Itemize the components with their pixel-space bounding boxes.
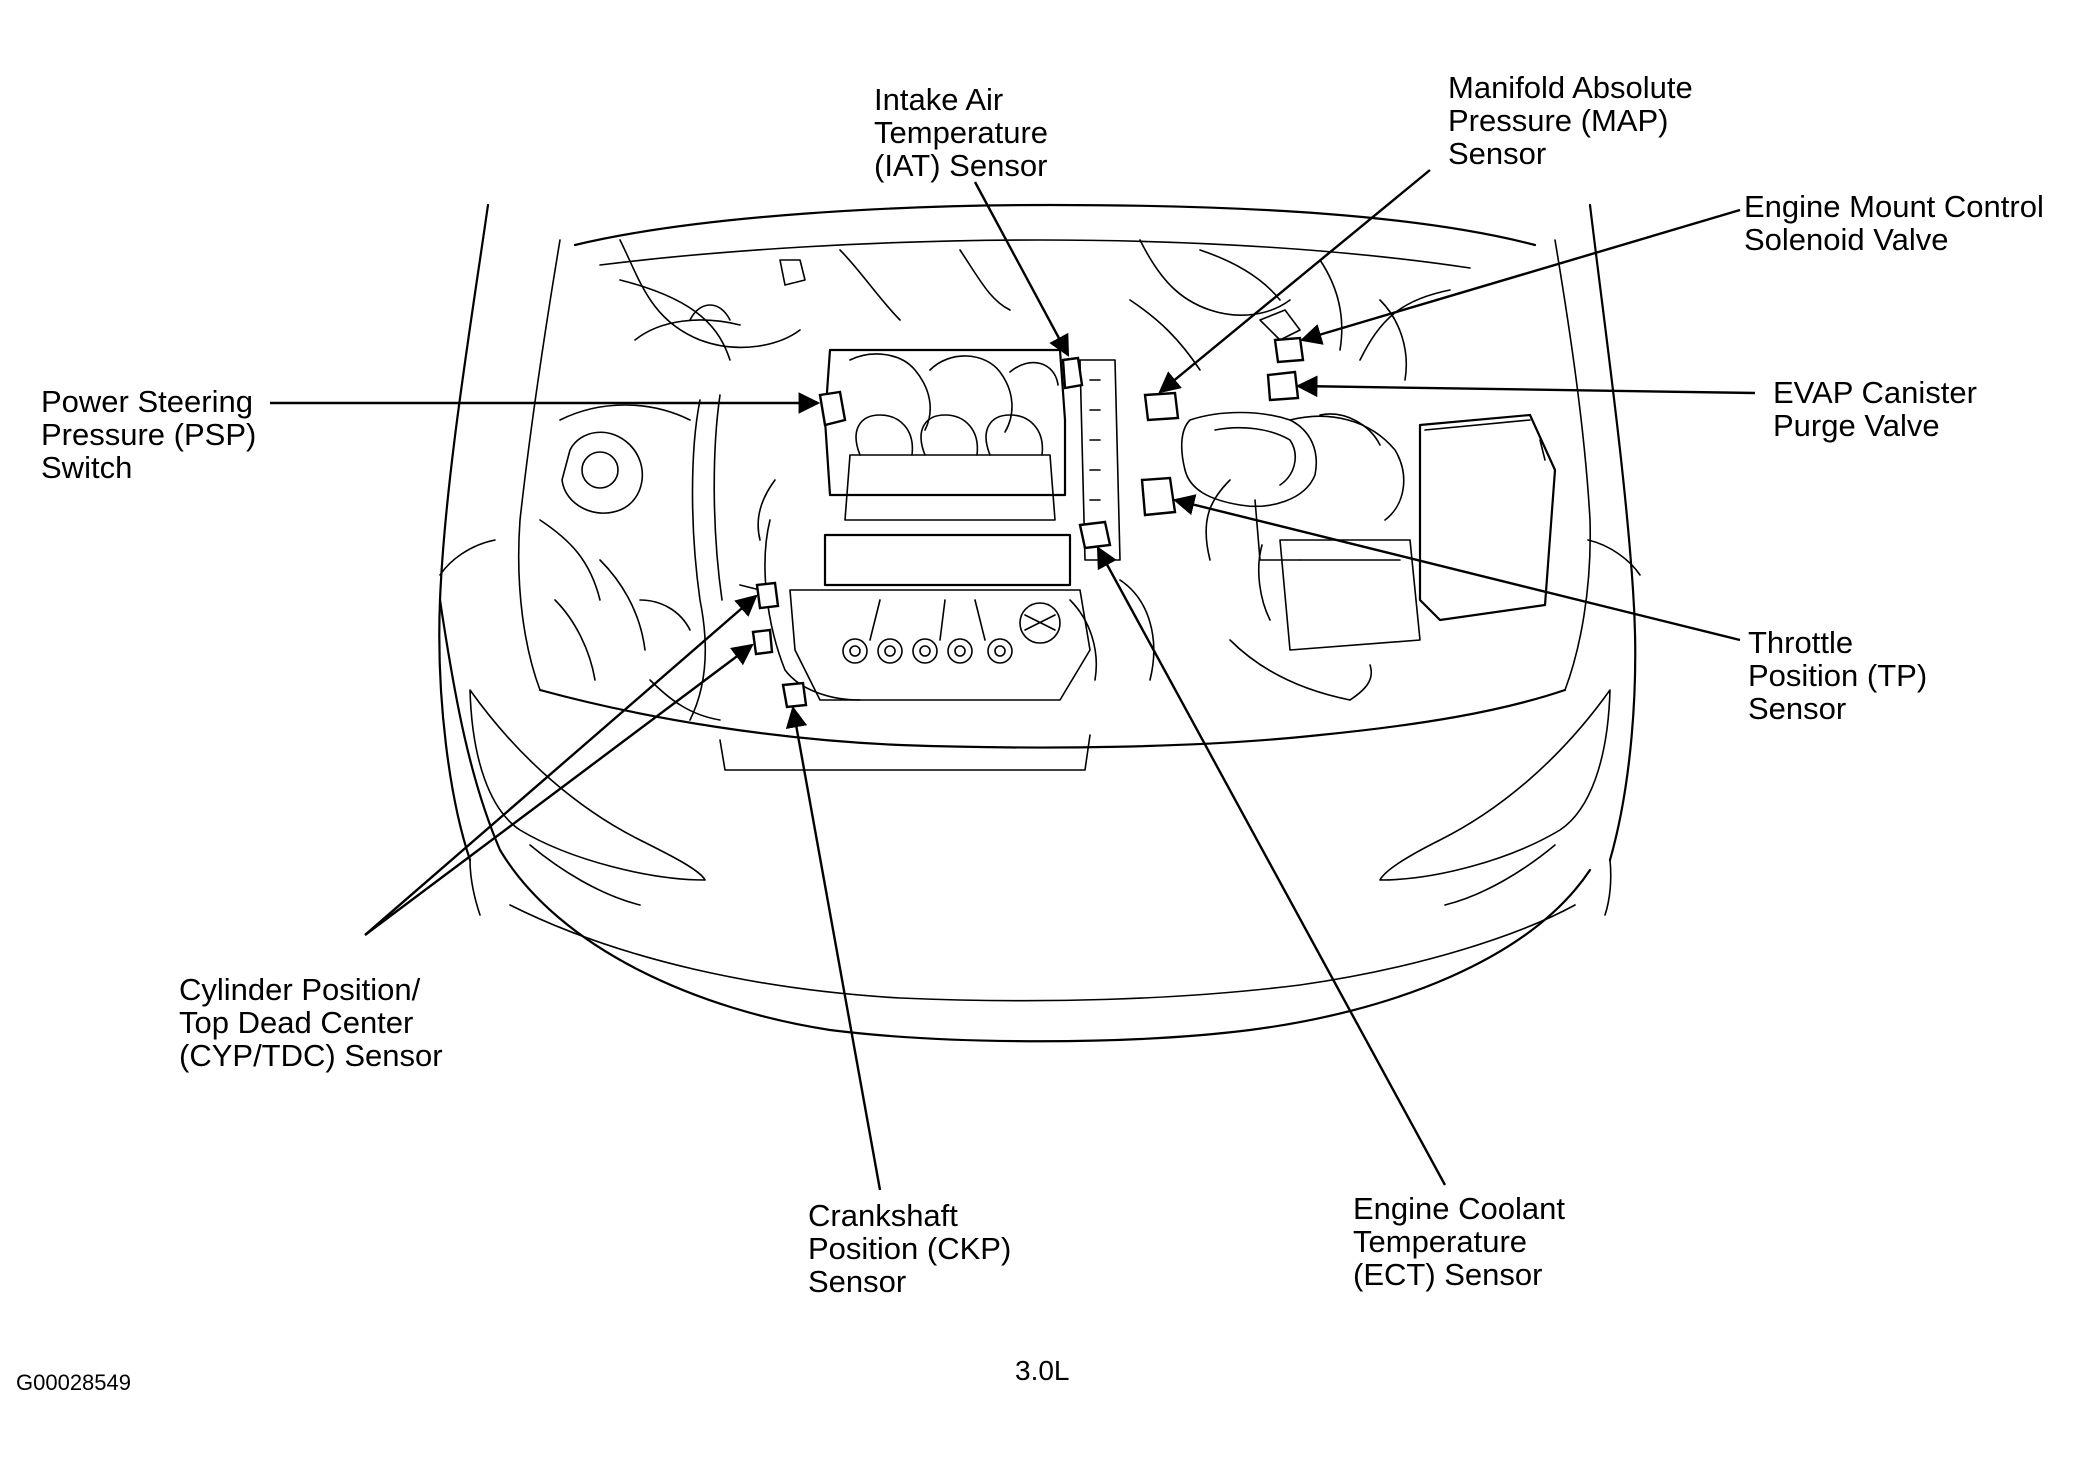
label-line: EVAP Canister bbox=[1773, 375, 1977, 410]
leader-cyp-lower bbox=[364, 643, 754, 936]
leader-cyp-upper bbox=[364, 594, 758, 936]
label-line: (ECT) Sensor bbox=[1353, 1257, 1543, 1292]
label-cyp-tdc-sensor: Cylinder Position/ Top Dead Center (CYP/… bbox=[179, 973, 443, 1072]
label-line: Pressure (PSP) bbox=[41, 417, 257, 452]
label-line: Temperature bbox=[1353, 1224, 1528, 1259]
leader-map bbox=[1158, 169, 1431, 394]
label-line: Purge Valve bbox=[1773, 408, 1940, 443]
label-ect-sensor: Engine Coolant Temperature (ECT) Sensor bbox=[1353, 1192, 1565, 1291]
label-line: Power Steering bbox=[41, 384, 253, 419]
label-line: Sensor bbox=[1448, 136, 1547, 171]
label-line: Position (CKP) bbox=[808, 1231, 1012, 1266]
leader-ckp bbox=[785, 705, 882, 1191]
iat-sensor-part bbox=[1061, 356, 1084, 390]
label-line: Intake Air bbox=[874, 82, 1004, 117]
engine-bay-frame bbox=[517, 203, 1592, 771]
label-line: Engine Coolant bbox=[1353, 1191, 1565, 1226]
cyp-sensor-part-lower bbox=[751, 628, 774, 656]
label-line: Temperature bbox=[874, 115, 1049, 150]
throttle-body-area bbox=[1079, 359, 1405, 561]
sensor-parts bbox=[751, 336, 1305, 709]
leader-iat bbox=[973, 181, 1070, 357]
left-side-components bbox=[539, 259, 806, 721]
label-line: Cylinder Position/ bbox=[179, 972, 421, 1007]
cyp-sensor-part-upper bbox=[755, 581, 780, 610]
hoses-and-wiring bbox=[619, 239, 1408, 701]
label-iat-sensor: Intake Air Temperature (IAT) Sensor bbox=[874, 83, 1048, 182]
ckp-sensor-part bbox=[781, 681, 808, 709]
ect-sensor-part bbox=[1078, 520, 1112, 550]
label-psp-switch: Power Steering Pressure (PSP) Switch bbox=[41, 385, 256, 484]
label-line: Sensor bbox=[808, 1264, 907, 1299]
label-line: Pressure (MAP) bbox=[1448, 103, 1669, 138]
label-line: Top Dead Center bbox=[179, 1005, 414, 1040]
label-line: Switch bbox=[41, 450, 133, 485]
figure-code: G00028549 bbox=[16, 1370, 131, 1395]
label-line: Solenoid Valve bbox=[1744, 222, 1949, 257]
label-line: Manifold Absolute bbox=[1448, 70, 1693, 105]
evap-valve-part bbox=[1266, 370, 1300, 402]
label-line: Engine Mount Control bbox=[1744, 189, 2044, 224]
label-line: (IAT) Sensor bbox=[874, 148, 1048, 183]
label-evap-purge-valve: EVAP Canister Purge Valve bbox=[1773, 376, 1977, 442]
label-line: Position (TP) bbox=[1748, 658, 1928, 693]
leader-evap bbox=[1295, 375, 1756, 398]
leader-ect bbox=[1096, 546, 1447, 1186]
leader-tp bbox=[1172, 494, 1741, 642]
leader-engine-mount bbox=[1299, 208, 1741, 345]
label-line: Crankshaft bbox=[808, 1198, 958, 1233]
label-ckp-sensor: Crankshaft Position (CKP) Sensor bbox=[808, 1199, 1011, 1298]
label-line: (CYP/TDC) Sensor bbox=[179, 1038, 443, 1073]
psp-switch-part bbox=[818, 390, 847, 427]
car-body-outline bbox=[438, 203, 1641, 1043]
leader-lines bbox=[270, 169, 1756, 1191]
map-sensor-part bbox=[1143, 391, 1180, 422]
label-line: Sensor bbox=[1748, 691, 1847, 726]
label-tp-sensor: Throttle Position (TP) Sensor bbox=[1748, 626, 1927, 725]
label-engine-mount-solenoid: Engine Mount Control Solenoid Valve bbox=[1744, 190, 2044, 256]
battery-and-fuse-box bbox=[1257, 413, 1557, 651]
engine-mount-valve-part bbox=[1273, 336, 1305, 364]
engine-size-caption: 3.0L bbox=[1015, 1355, 1070, 1386]
label-line: Throttle bbox=[1748, 625, 1854, 660]
tp-sensor-part bbox=[1140, 476, 1177, 517]
label-map-sensor: Manifold Absolute Pressure (MAP) Sensor bbox=[1448, 71, 1693, 170]
